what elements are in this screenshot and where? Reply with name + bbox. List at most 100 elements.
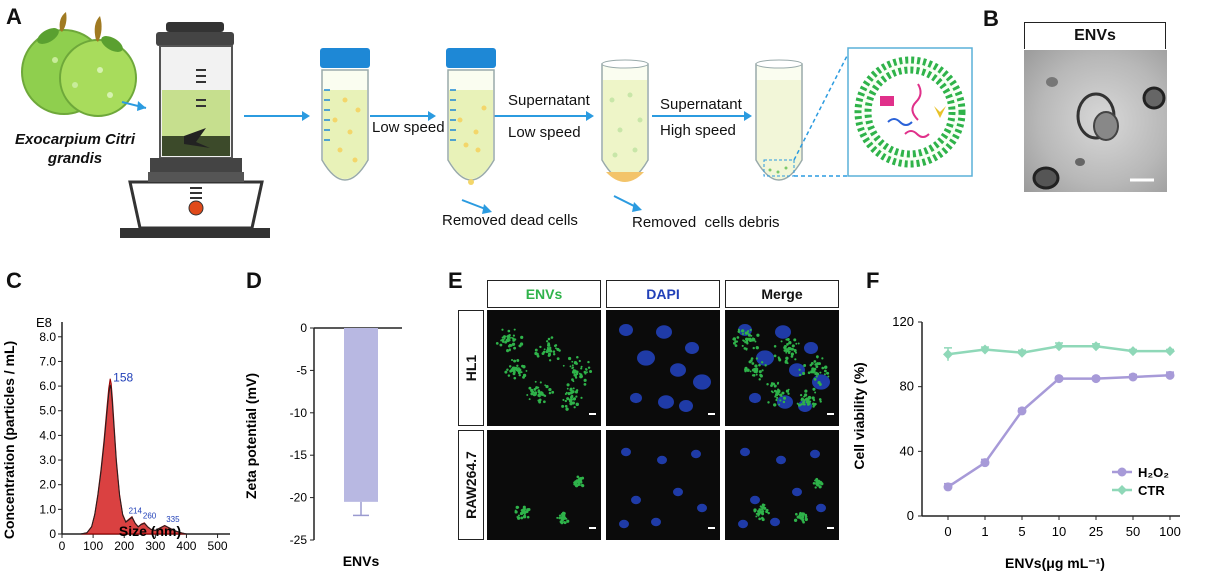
envs-signal-dot [501,328,504,331]
envs-signal-dot [807,371,811,375]
envs-signal-dot [783,346,787,350]
envs-signal-dot [548,347,552,351]
f-point [1054,374,1064,384]
envs-signal-dot [755,346,759,350]
envs-signal-dot [813,367,817,371]
envs-signal-dot [773,403,777,407]
envs-signal-dot [574,390,578,394]
envs-signal-dot [745,348,748,351]
envs-signal-dot [797,342,800,345]
f-point [980,344,990,355]
f-y-tick-label: 0 [907,508,914,523]
envs-signal-dot [741,344,744,347]
envs-signal-dot [773,385,777,388]
envs-signal-dot [781,391,785,395]
f-series-line [947,374,1171,488]
envs-signal-dot [826,371,830,375]
envs-signal-dot [562,398,565,401]
e-row-label-raw: RAW264.7 [463,451,479,519]
envs-signal-dot [571,401,574,405]
envs-signal-dot [814,372,817,375]
f-x-tick-label: 100 [1159,524,1181,539]
envs-signal-dot [566,387,569,390]
envs-signal-dot [790,352,794,356]
envs-signal-dot [787,351,791,354]
envs-signal-dot [512,372,516,376]
envs-signal-dot [812,398,816,402]
envs-signal-dot [804,515,808,519]
f-legend-marker [1117,485,1127,495]
envs-signal-dot [566,397,570,401]
nucleus-blob [619,519,629,529]
c-y-tick-label: 5.0 [39,404,56,418]
d-y-tick-label: -20 [290,491,308,505]
e-row-header-raw: RAW264.7 [458,430,484,540]
c-x-tick-label: 300 [145,539,165,553]
envs-signal-dot [798,373,802,377]
envs-signal-dot [539,381,542,384]
envs-signal-dot [748,337,752,341]
envs-signal-dot [807,400,811,404]
envs-signal-dot [761,509,765,513]
envs-signal-dot [761,507,764,511]
envs-signal-dot [801,401,805,404]
nucleus-blob [673,487,683,497]
envs-signal-dot [805,397,809,400]
c-x-tick-label: 100 [83,539,103,553]
step-low-speed-label: Low speed [372,119,445,136]
envs-signal-dot [757,512,761,516]
envs-signal-dot [540,393,543,396]
envs-signal-dot [536,354,540,358]
envs-signal-dot [823,369,827,373]
envs-signal-dot [519,342,524,346]
envs-signal-dot [775,398,778,402]
f-x-tick-label: 10 [1052,524,1066,539]
f-point [1128,372,1138,382]
envs-signal-dot [526,515,530,519]
envs-signal-dot [505,338,509,342]
envs-signal-dot [562,364,565,367]
nucleus-blob [810,449,820,459]
envs-signal-dot [774,395,777,398]
nucleus-blob [651,517,661,527]
envs-signal-dot [756,333,760,337]
envs-signal-dot [812,370,815,374]
envs-signal-dot [537,393,541,398]
envs-signal-dot [795,512,798,516]
envs-signal-dot [508,349,511,352]
envs-signal-dot [763,504,766,506]
envs-signal-dot [761,516,764,520]
envs-signal-dot [770,384,773,387]
envs-signal-dot [571,390,575,394]
envs-signal-dot [507,329,511,333]
envs-signal-dot [547,337,551,341]
envs-signal-dot [787,338,790,341]
envs-signal-dot [744,331,749,335]
nucleus-blob [679,400,693,412]
envs-signal-dot [813,360,817,363]
f-x-tick-label: 50 [1126,524,1140,539]
envs-signal-dot [545,350,549,354]
envs-signal-dot [571,366,575,369]
f-legend-label: H₂O₂ [1138,465,1169,480]
envs-signal-dot [533,388,537,391]
panel-label-b: B [983,6,999,31]
envs-signal-dot [506,349,510,353]
envs-signal-dot [766,382,769,386]
envs-signal-dot [812,482,816,485]
nucleus-blob [693,374,711,390]
envs-signal-dot [563,521,567,525]
c-y-tick-label: 7.0 [39,354,56,368]
species-line-2: grandis [47,150,103,167]
envs-signal-dot [802,520,805,524]
envs-signal-dot [782,400,786,404]
envs-signal-dot [568,356,572,361]
envs-signal-dot [512,338,516,342]
envs-signal-dot [534,348,538,352]
envs-signal-dot [754,340,757,343]
envs-signal-dot [543,400,546,404]
nucleus-blob [812,374,830,390]
envs-signal-dot [752,346,755,350]
envs-signal-dot [569,387,573,391]
envs-signal-dot [515,505,519,510]
